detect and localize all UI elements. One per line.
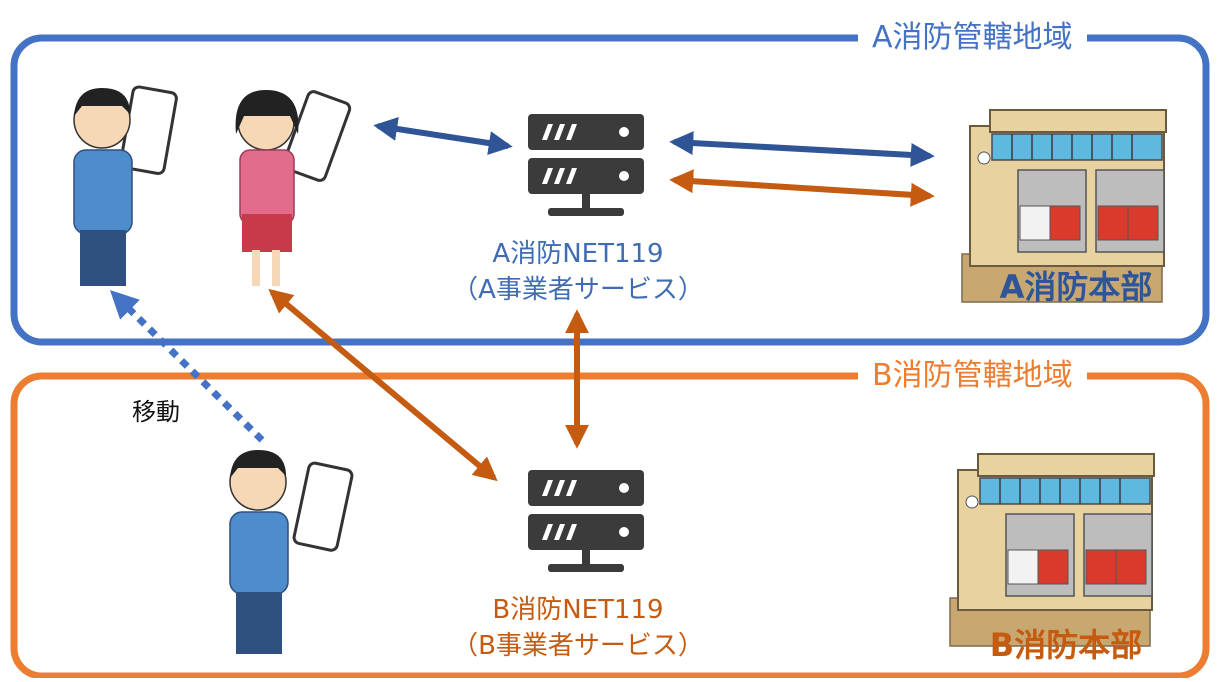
server-a-label: A消防NET119 （A事業者サービス）	[398, 236, 758, 308]
server-a-provider: （A事業者サービス）	[452, 275, 704, 305]
arrow-phone-to-server-a	[373, 117, 513, 155]
region-a-frame	[10, 34, 1210, 346]
region-b-frame	[10, 372, 1210, 680]
arrow-woman-to-server-b	[268, 288, 498, 482]
region-b-label: B消防管轄地域	[858, 356, 1087, 396]
fire-station-icon-b	[949, 453, 1155, 647]
server-b-name: B消防NET119	[492, 595, 664, 625]
person-with-smartphone-icon	[73, 84, 179, 286]
server-rack-icon-b	[528, 470, 644, 572]
arrow-server-a-to-hq-a-blue	[669, 131, 935, 167]
person-with-smartphone-icon	[235, 88, 353, 286]
movement-label: 移動	[132, 398, 180, 426]
person-with-smartphone-icon	[229, 450, 355, 654]
server-a-name: A消防NET119	[492, 239, 664, 269]
region-a-label: A消防管轄地域	[858, 18, 1087, 58]
arrow-server-a-to-hq-a-orange	[669, 169, 935, 207]
hq-a-label: A消防本部	[999, 268, 1153, 306]
hq-b-label: B消防本部	[989, 626, 1143, 664]
server-b-provider: （B事業者サービス）	[452, 631, 704, 661]
server-b-label: B消防NET119 （B事業者サービス）	[398, 592, 758, 664]
server-rack-icon-a	[528, 114, 644, 216]
arrow-movement-dotted	[110, 290, 265, 443]
